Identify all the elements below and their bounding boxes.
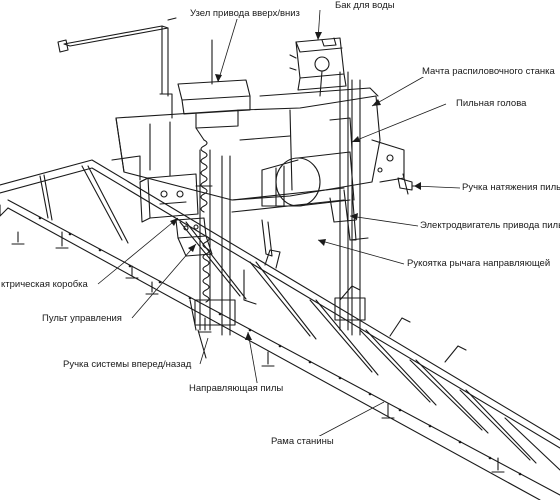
electrical-box — [139, 173, 213, 223]
control-panel — [175, 217, 213, 257]
label-water-tank: Бак для воды — [334, 0, 396, 11]
tension-handle — [397, 173, 421, 195]
label-tension-handle: Ручка натяжения пилы — [461, 182, 560, 193]
label-fwd-back-handle: Ручка системы вперед/назад — [62, 359, 193, 370]
leader-lines — [97, 9, 461, 441]
arrowheads — [170, 32, 421, 340]
label-motor: Электродвигатель привода пилы — [419, 220, 560, 231]
label-electrical-box: ктрическая коробка — [0, 279, 89, 290]
label-saw-mast: Мачта распиловочного станка — [421, 66, 556, 77]
label-frame: Рама станины — [270, 436, 335, 447]
saw-head — [111, 87, 405, 201]
bed-frame — [0, 159, 560, 500]
water-tank — [289, 37, 347, 97]
motor — [261, 151, 357, 223]
forward-back-handle — [189, 299, 207, 359]
handle-arm — [57, 17, 177, 119]
label-saw-head: Пильная голова — [455, 98, 528, 109]
lift-drive-unit — [177, 39, 251, 141]
label-guide-lever: Рукоятка рычага направляющей — [406, 258, 552, 269]
label-control-panel: Пульт управления — [41, 313, 123, 324]
label-saw-guide: Направляющая пилы — [188, 383, 285, 394]
label-lift-drive: Узел привода вверх/вниз — [189, 8, 301, 19]
